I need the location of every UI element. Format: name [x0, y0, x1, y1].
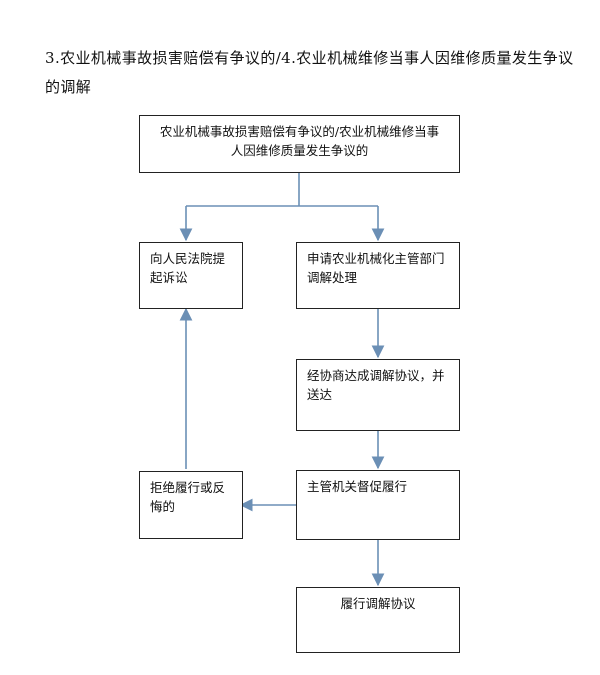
node-apply: 申请农业机械化主管部门调解处理	[296, 242, 460, 309]
node-supervise: 主管机关督促履行	[296, 470, 460, 540]
node-lawsuit: 向人民法院提起诉讼	[139, 242, 243, 309]
node-refuse: 拒绝履行或反悔的	[139, 471, 243, 539]
node-dispute: 农业机械事故损害赔偿有争议的/农业机械维修当事人因维修质量发生争议的	[139, 115, 460, 173]
node-agreement: 经协商达成调解协议，并送达	[296, 359, 460, 431]
node-perform: 履行调解协议	[296, 587, 460, 653]
page-title: 3.农业机械事故损害赔偿有争议的/4.农业机械维修当事人因维修质量发生争议的调解	[45, 49, 574, 96]
